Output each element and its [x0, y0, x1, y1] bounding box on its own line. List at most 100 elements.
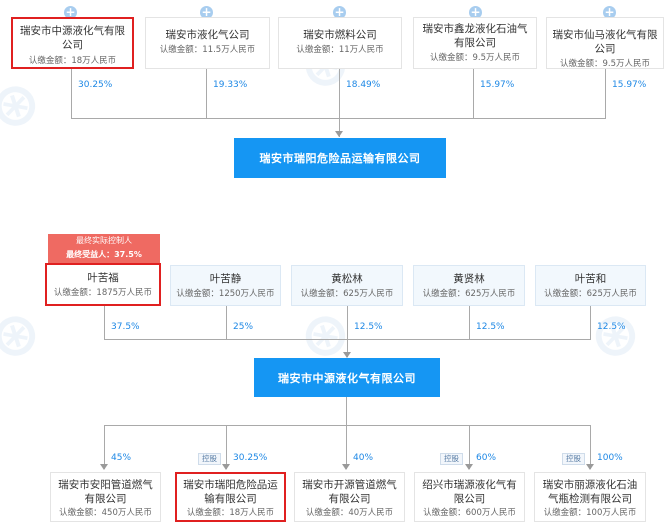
expand-plus-icon[interactable]: + — [469, 5, 482, 19]
connector-line — [346, 397, 347, 425]
actual-controller-badge: 最终实际控制人 最终受益人：37.5% — [48, 234, 160, 263]
connector-line — [226, 425, 227, 469]
share-percent: 25% — [233, 322, 254, 332]
arrow-icon — [335, 131, 343, 137]
watermark: ⊛ — [0, 293, 50, 377]
expand-plus-icon[interactable]: + — [603, 5, 616, 19]
connector-line — [71, 118, 606, 119]
connector-line — [590, 425, 591, 469]
investment-capital: 认缴金额：18万人民币 — [186, 508, 275, 518]
connector-line — [590, 306, 591, 339]
person-box[interactable]: 黄贤林 认缴金额：625万人民币 — [413, 265, 525, 306]
person-name: 叶苦和 — [574, 273, 607, 285]
shareholder-name: 瑞安市仙马液化气有限公司 — [552, 29, 658, 55]
share-percent: 60% — [476, 453, 497, 463]
shareholder-box[interactable]: 瑞安市液化气公司 认缴金额：11.5万人民币 — [145, 17, 270, 69]
shareholder-box[interactable]: 瑞安市中源液化气有限公司 认缴金额：18万人民币 — [11, 17, 134, 69]
shareholder-capital: 认缴金额：9.5万人民币 — [429, 53, 521, 63]
shareholder-capital: 认缴金额：11万人民币 — [296, 45, 384, 55]
person-box[interactable]: 黄松林 认缴金额：625万人民币 — [291, 265, 403, 306]
connector-line — [469, 306, 470, 339]
beneficiary-label: 最终受益人：37.5% — [66, 250, 142, 259]
investment-name: 瑞安市瑞阳危险品运输有限公司 — [183, 479, 278, 505]
shareholder-name: 瑞安市中源液化气有限公司 — [20, 25, 125, 51]
person-name: 黄松林 — [331, 273, 363, 285]
company-hub[interactable]: 瑞安市中源液化气有限公司 — [254, 358, 440, 397]
investment-box[interactable]: 瑞安市丽源液化石油气瓶检测有限公司 认缴金额：100万人民币 — [534, 472, 646, 522]
share-percent: 15.97% — [612, 80, 647, 90]
person-box[interactable]: 叶苦静 认缴金额：1250万人民币 — [170, 265, 281, 306]
connector-line — [346, 425, 347, 469]
investment-name: 瑞安市安阳管道燃气有限公司 — [58, 479, 153, 505]
share-percent: 12.5% — [354, 322, 383, 332]
person-box[interactable]: 叶苦福 认缴金额：1875万人民币 — [45, 263, 161, 306]
person-name: 叶苦静 — [209, 273, 242, 285]
controller-label: 最终实际控制人 — [76, 236, 132, 245]
connector-line — [104, 425, 591, 426]
connector-line — [339, 69, 340, 137]
investment-capital: 认缴金额：40万人民币 — [305, 508, 394, 518]
share-percent: 18.49% — [346, 80, 381, 90]
investment-name: 绍兴市瑞源液化气有限公司 — [422, 479, 517, 505]
investment-box[interactable]: 瑞安市开源管道燃气有限公司 认缴金额：40万人民币 — [294, 472, 405, 522]
shareholder-capital: 认缴金额：11.5万人民币 — [159, 45, 256, 55]
watermark: ⊛ — [0, 63, 50, 147]
person-capital: 认缴金额：625万人民币 — [422, 289, 516, 299]
investment-capital: 认缴金额：100万人民币 — [543, 508, 637, 518]
investment-name: 瑞安市开源管道燃气有限公司 — [302, 479, 397, 505]
person-capital: 认缴金额：625万人民币 — [300, 289, 394, 299]
shareholder-capital: 认缴金额：9.5万人民币 — [559, 59, 651, 69]
arrow-icon — [465, 464, 473, 470]
share-percent: 40% — [353, 453, 374, 463]
arrow-icon — [100, 464, 108, 470]
connector-line — [347, 306, 348, 357]
company-hub[interactable]: 瑞安市瑞阳危险品运输有限公司 — [234, 138, 446, 178]
arrow-icon — [222, 464, 230, 470]
connector-line — [104, 306, 105, 339]
share-percent: 30.25% — [78, 80, 113, 90]
expand-plus-icon[interactable]: + — [64, 5, 77, 19]
share-percent: 37.5% — [111, 322, 140, 332]
arrow-icon — [586, 464, 594, 470]
shareholder-box[interactable]: 瑞安市仙马液化气有限公司 认缴金额：9.5万人民币 — [546, 17, 664, 69]
investment-box[interactable]: 瑞安市安阳管道燃气有限公司 认缴金额：450万人民币 — [50, 472, 161, 522]
holding-tag: 控股 — [198, 453, 221, 465]
share-percent: 100% — [597, 453, 623, 463]
connector-line — [71, 69, 72, 118]
holding-tag: 控股 — [562, 453, 585, 465]
holding-tag: 控股 — [440, 453, 463, 465]
person-name: 黄贤林 — [453, 273, 485, 285]
share-percent: 12.5% — [597, 322, 626, 332]
shareholder-box[interactable]: 瑞安市鑫龙液化石油气有限公司 认缴金额：9.5万人民币 — [413, 17, 537, 69]
investment-box[interactable]: 瑞安市瑞阳危险品运输有限公司 认缴金额：18万人民币 — [175, 472, 286, 522]
connector-line — [226, 306, 227, 339]
person-capital: 认缴金额：1875万人民币 — [53, 288, 153, 298]
connector-line — [473, 69, 474, 118]
share-percent: 45% — [111, 453, 132, 463]
person-capital: 认缴金额：625万人民币 — [544, 289, 637, 299]
shareholder-name: 瑞安市燃料公司 — [303, 29, 377, 41]
connector-line — [104, 339, 591, 340]
investment-box[interactable]: 绍兴市瑞源液化气有限公司 认缴金额：600万人民币 — [414, 472, 525, 522]
person-name: 叶苦福 — [87, 272, 119, 284]
share-percent: 30.25% — [233, 453, 268, 463]
connector-line — [104, 425, 105, 469]
shareholder-box[interactable]: 瑞安市燃料公司 认缴金额：11万人民币 — [278, 17, 402, 69]
investment-capital: 认缴金额：450万人民币 — [59, 508, 152, 518]
person-capital: 认缴金额：1250万人民币 — [176, 289, 275, 299]
expand-plus-icon[interactable]: + — [200, 5, 213, 19]
investment-capital: 认缴金额：600万人民币 — [423, 508, 516, 518]
connector-line — [605, 69, 606, 118]
share-percent: 12.5% — [476, 322, 505, 332]
person-box[interactable]: 叶苦和 认缴金额：625万人民币 — [535, 265, 646, 306]
expand-plus-icon[interactable]: + — [333, 5, 346, 19]
shareholder-capital: 认缴金额：18万人民币 — [28, 56, 117, 66]
shareholder-name: 瑞安市液化气公司 — [165, 29, 250, 41]
share-percent: 15.97% — [480, 80, 515, 90]
connector-line — [206, 69, 207, 118]
share-percent: 19.33% — [213, 80, 248, 90]
connector-line — [469, 425, 470, 469]
shareholder-name: 瑞安市鑫龙液化石油气有限公司 — [422, 23, 528, 49]
arrow-icon — [342, 464, 350, 470]
investment-name: 瑞安市丽源液化石油气瓶检测有限公司 — [542, 479, 638, 505]
